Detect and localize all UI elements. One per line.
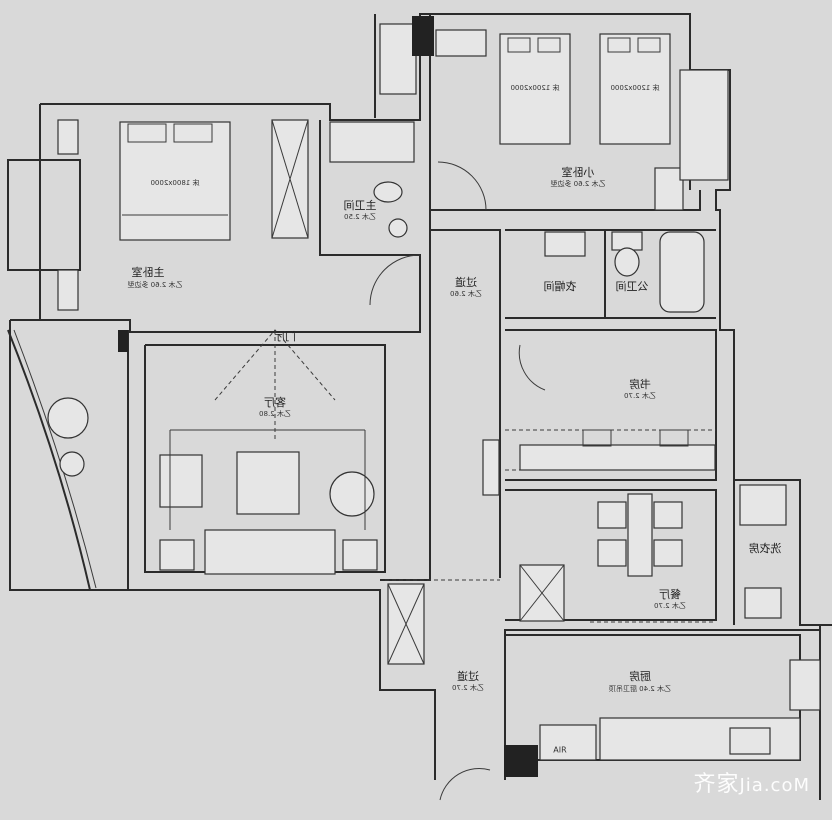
master-bedroom-label: 主卧室 — [131, 266, 165, 279]
study-desk — [519, 444, 716, 471]
corridor-lower-label: 过道 — [457, 670, 479, 683]
master-bath-label: 主卫间 — [343, 199, 377, 212]
master-balcony — [7, 159, 41, 271]
coffee-table — [236, 451, 300, 515]
corridor-upper-note: 乙木 2.60 — [450, 290, 482, 298]
corridor-lower-note: 乙木 2.70 — [452, 684, 484, 692]
master-bathtub — [329, 121, 415, 163]
watermark-en: Jia.coM — [739, 775, 810, 796]
bathtub — [659, 231, 705, 313]
sofa — [204, 529, 336, 575]
study-note: 乙木 2.70 — [624, 392, 656, 400]
air-tag: AIR — [553, 745, 567, 755]
corridor-upper-label: 过道 — [455, 276, 477, 289]
kitchen-note: 乙木 2.40 厨卫吊顶 — [608, 685, 672, 693]
second-bedroom-note: 乙木 2.60 多边型 — [550, 180, 606, 188]
twin-right-bed-label: 床 1200x2000 — [610, 84, 660, 92]
living-balcony — [7, 329, 129, 591]
second-bedroom-label: 小卧室 — [561, 166, 595, 179]
outer-wall — [9, 13, 832, 800]
living-room-note: 乙木 2.80 — [259, 410, 291, 418]
kitchen-label: 厨房 — [629, 670, 651, 683]
dining-table — [627, 493, 653, 577]
watermark: 齐家Jia.coM — [693, 766, 810, 798]
master-bedroom-note: 乙木 2.60 多边型 — [127, 281, 183, 289]
watermark-cn: 齐家 — [693, 772, 740, 797]
laundry-label: 洗衣房 — [748, 542, 782, 555]
dining-label: 餐厅 — [659, 588, 681, 601]
master-bed-label: 床 1800x2000 — [150, 179, 200, 187]
living-room-label: 客厅 — [264, 396, 286, 409]
public-bath-label: 公卫间 — [615, 280, 649, 293]
twin-left-bed-label: 床 1200x2000 — [510, 84, 560, 92]
study-label: 书房 — [629, 378, 651, 391]
dining-note: 乙木 2.70 — [654, 602, 686, 610]
master-bath-note: 乙木 2.50 — [344, 213, 376, 221]
foyer-label: 门厅 — [274, 330, 296, 343]
cloakroom-label: 衣帽间 — [543, 280, 577, 293]
